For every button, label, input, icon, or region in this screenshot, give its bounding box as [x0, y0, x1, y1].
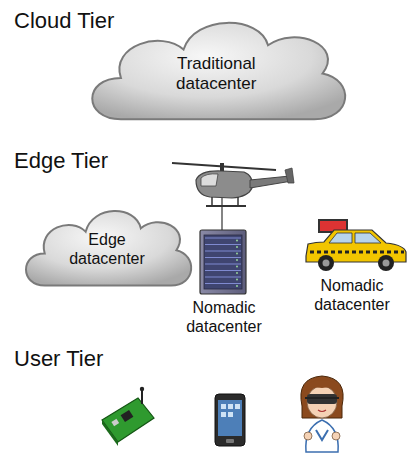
tier-label: Cloud Tier — [14, 8, 114, 34]
node-label: Traditional datacenter — [154, 54, 279, 95]
sensor-board — [102, 387, 154, 446]
tier-label: Edge Tier — [14, 148, 108, 174]
tier-label: User Tier — [14, 346, 103, 372]
cloud-node: Edge datacenter — [18, 198, 196, 292]
cloud-node: Traditional datacenter — [80, 6, 353, 128]
helicopter — [172, 163, 294, 230]
icon-caption: Nomadic datacenter — [296, 276, 408, 314]
vr-user — [301, 376, 343, 452]
icon-caption: Nomadic datacenter — [168, 298, 280, 336]
node-label: Edge datacenter — [67, 230, 147, 268]
smartphone — [215, 394, 245, 446]
server-rack — [200, 230, 246, 294]
taxi — [306, 219, 406, 271]
